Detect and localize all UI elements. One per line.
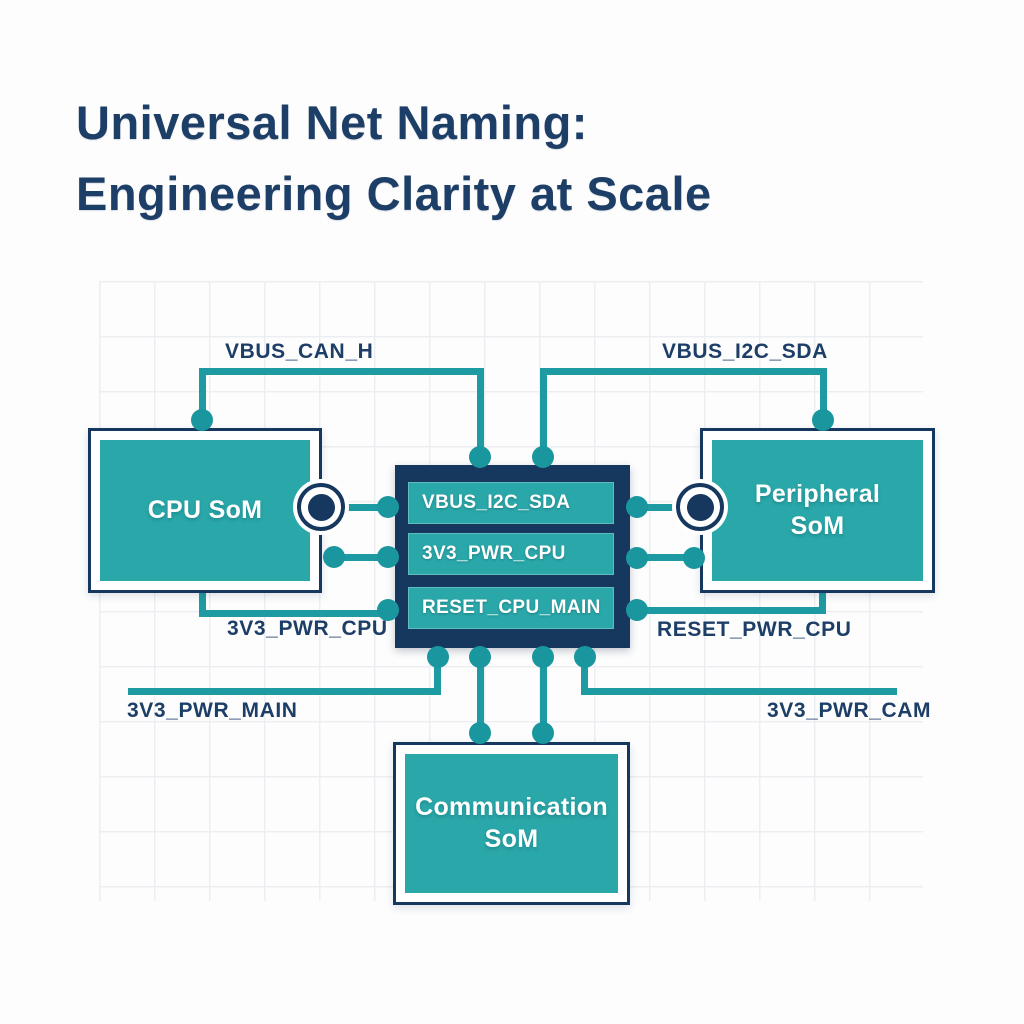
- node-cpu-som-fill: CPU SoM: [100, 440, 310, 581]
- net-row-reset-cpu-main: RESET_CPU_MAIN: [408, 587, 614, 629]
- wire-vbus-can-h-right: [477, 368, 484, 461]
- node-communication-som-fill: Communication SoM: [405, 754, 618, 893]
- wire-row2-right-stub: [633, 554, 695, 561]
- wire-vbus-can-h-top: [199, 368, 484, 375]
- net-row-3v3-pwr-cpu: 3V3_PWR_CPU: [408, 533, 614, 575]
- junction-dot-hub-left-1: [377, 496, 399, 518]
- junction-dot-comm-top-left: [469, 722, 491, 744]
- net-label-vbus-i2c-sda: VBUS_I2C_SDA: [662, 340, 828, 363]
- net-row-reset-cpu-main-label: RESET_CPU_MAIN: [422, 597, 601, 618]
- page-title: Universal Net Naming: Engineering Clarit…: [76, 88, 956, 229]
- wire-row2-left-stub: [334, 554, 392, 561]
- wire-comm-right: [540, 657, 547, 737]
- node-peripheral-som-fill: Peripheral SoM: [712, 440, 923, 581]
- net-label-3v3-pwr-cam: 3V3_PWR_CAM: [767, 699, 932, 722]
- wire-pwr-cam-drop: [581, 657, 588, 695]
- wire-row1-left-stub: [330, 504, 392, 511]
- net-row-vbus-i2c-sda-label: VBUS_I2C_SDA: [422, 492, 571, 513]
- node-peripheral-som: Peripheral SoM: [700, 428, 935, 593]
- junction-dot-cpu-top: [191, 409, 213, 431]
- net-label-reset-pwr-cpu: RESET_PWR_CPU: [657, 618, 852, 641]
- junction-dot-hub-left-3: [377, 599, 399, 621]
- node-communication-som-label: Communication SoM: [415, 793, 608, 853]
- junction-dot-hub-right-3: [626, 599, 648, 621]
- peripheral-connector-ring-icon: [676, 483, 724, 531]
- wire-row3-right-rise: [819, 590, 826, 614]
- wire-row3-left-drop: [199, 591, 206, 617]
- junction-dot-hub-bottom-1: [427, 646, 449, 668]
- wire-vbus-i2c-left: [540, 368, 547, 461]
- junction-dot-hub-top-right: [532, 446, 554, 468]
- wire-vbus-i2c-right: [820, 368, 827, 424]
- wire-pwr-main-run: [128, 688, 441, 695]
- wire-comm-left: [477, 657, 484, 737]
- node-cpu-som-label: CPU SoM: [147, 495, 263, 524]
- net-label-3v3-pwr-cpu: 3V3_PWR_CPU: [227, 617, 388, 640]
- net-row-3v3-pwr-cpu-label: 3V3_PWR_CPU: [422, 543, 566, 564]
- net-label-3v3-pwr-main: 3V3_PWR_MAIN: [127, 699, 298, 722]
- node-cpu-som: CPU SoM: [88, 428, 322, 593]
- page-title-line-2: Engineering Clarity at Scale: [76, 166, 712, 220]
- wire-pwr-main-drop: [434, 657, 441, 695]
- junction-dot-comm-top-right: [532, 722, 554, 744]
- wire-vbus-can-h-left: [199, 368, 206, 424]
- junction-dot-hub-left-2: [377, 546, 399, 568]
- junction-dot-hub-bottom-4: [574, 646, 596, 668]
- junction-dot-hub-right-2: [626, 547, 648, 569]
- wire-row3-right-run: [633, 607, 826, 614]
- junction-dot-hub-bottom-2: [469, 646, 491, 668]
- junction-dot-peripheral-top: [812, 409, 834, 431]
- cpu-connector-ring-icon: [297, 483, 345, 531]
- wire-vbus-i2c-top: [540, 368, 827, 375]
- node-peripheral-som-label: Peripheral SoM: [754, 480, 881, 540]
- net-row-vbus-i2c-sda: VBUS_I2C_SDA: [408, 482, 614, 524]
- page-title-line-1: Universal Net Naming:: [76, 96, 588, 149]
- net-label-vbus-can-h: VBUS_CAN_H: [225, 340, 374, 363]
- cpu-connector-core-icon: [307, 493, 335, 521]
- junction-dot-hub-top-left: [469, 446, 491, 468]
- junction-dot-hub-right-1: [626, 496, 648, 518]
- junction-dot-hub-bottom-3: [532, 646, 554, 668]
- wire-pwr-cam-run: [581, 688, 897, 695]
- peripheral-connector-core-icon: [686, 493, 714, 521]
- wire-row1-right-stub: [633, 504, 695, 511]
- node-communication-som: Communication SoM: [393, 742, 630, 905]
- junction-dot-cpu-right-2: [323, 546, 345, 568]
- wire-row3-left-run: [199, 610, 391, 617]
- net-hub-block: VBUS_I2C_SDA 3V3_PWR_CPU RESET_CPU_MAIN: [395, 465, 630, 648]
- junction-dot-peripheral-left-2: [683, 547, 705, 569]
